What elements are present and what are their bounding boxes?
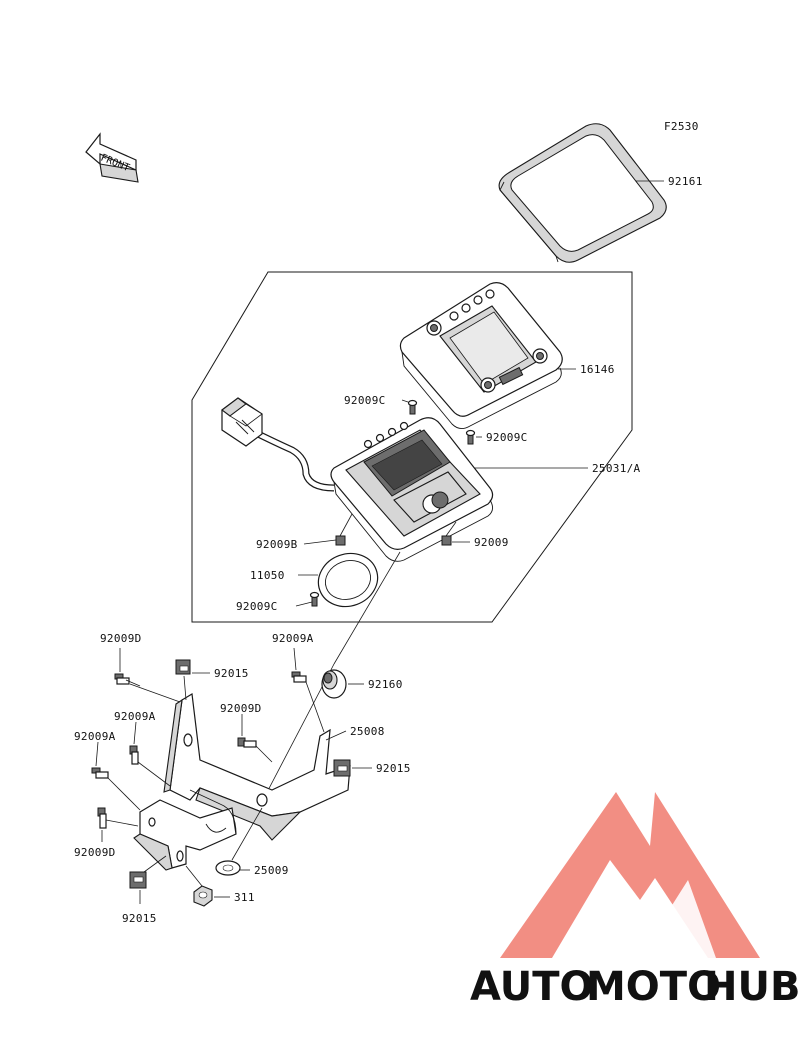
- callout-92015-a: 92015: [214, 667, 249, 680]
- nut: [193, 885, 213, 907]
- front-arrow-icon: FRONT: [85, 132, 139, 183]
- figure-code: F2530: [664, 120, 699, 133]
- nut-clip-92015-bottom: [129, 871, 147, 889]
- callout-92009: 92009: [474, 536, 509, 549]
- watermark-text: AUTO MOTO HUB: [470, 964, 800, 1010]
- bolt-92009a-top: [291, 671, 307, 683]
- bolt-92009d-left-top: [114, 673, 141, 687]
- watermark-moto: MOTO: [586, 964, 721, 1010]
- callout-92009b: 92009B: [256, 538, 298, 551]
- lens-cover: [498, 123, 667, 263]
- bolt-92009d-mid: [237, 737, 257, 748]
- callout-92015-c: 92015: [122, 912, 157, 925]
- nut-clip-92015-top: [175, 659, 191, 675]
- callout-92009d-a: 92009D: [100, 632, 142, 645]
- nut-clip-92015-right: [333, 759, 351, 777]
- callout-25008: 25008: [350, 725, 385, 738]
- callout-11050: 11050: [250, 569, 285, 582]
- screw-92009c-bottom: [309, 591, 320, 607]
- washer: [215, 860, 241, 876]
- callout-92009d-b: 92009D: [220, 702, 262, 715]
- callout-92009a-a: 92009A: [272, 632, 314, 645]
- meter-body: [330, 417, 494, 562]
- meter-bracket: [133, 693, 351, 871]
- callout-92009d-c: 92009D: [74, 846, 116, 859]
- callout-92160: 92160: [368, 678, 403, 691]
- callout-92009a-c: 92009A: [74, 730, 116, 743]
- callout-92015-b: 92015: [376, 762, 411, 775]
- bolt-92009a-left: [91, 767, 109, 779]
- bolt-92009d-left-low: [97, 807, 107, 829]
- callout-92009c-c: 92009C: [236, 600, 278, 613]
- assembly-outline: [191, 271, 633, 623]
- automotohub-logo: [500, 792, 760, 958]
- callout-25009: 25009: [254, 864, 289, 877]
- screw-92009b: [335, 535, 346, 546]
- callout-92009c-a: 92009C: [344, 394, 386, 407]
- callout-92161: 92161: [668, 175, 703, 188]
- watermark-auto: AUTO: [470, 964, 594, 1010]
- callout-92009a-b: 92009A: [114, 710, 156, 723]
- callout-25031a: 25031/A: [592, 462, 641, 475]
- watermark-hub: HUB: [704, 964, 800, 1010]
- bolt-92009a-mid: [129, 745, 139, 765]
- callout-92009c-b: 92009C: [486, 431, 528, 444]
- screw-92009c-top-left: [407, 399, 418, 415]
- callout-311: 311: [234, 891, 255, 904]
- wire-harness: [221, 397, 335, 492]
- grommet: [321, 669, 347, 699]
- meter-case: [399, 282, 563, 429]
- screw-92009: [441, 535, 452, 546]
- screw-92009c-top-right: [465, 429, 476, 445]
- gasket-ring: [317, 552, 379, 608]
- callout-16146: 16146: [580, 363, 615, 376]
